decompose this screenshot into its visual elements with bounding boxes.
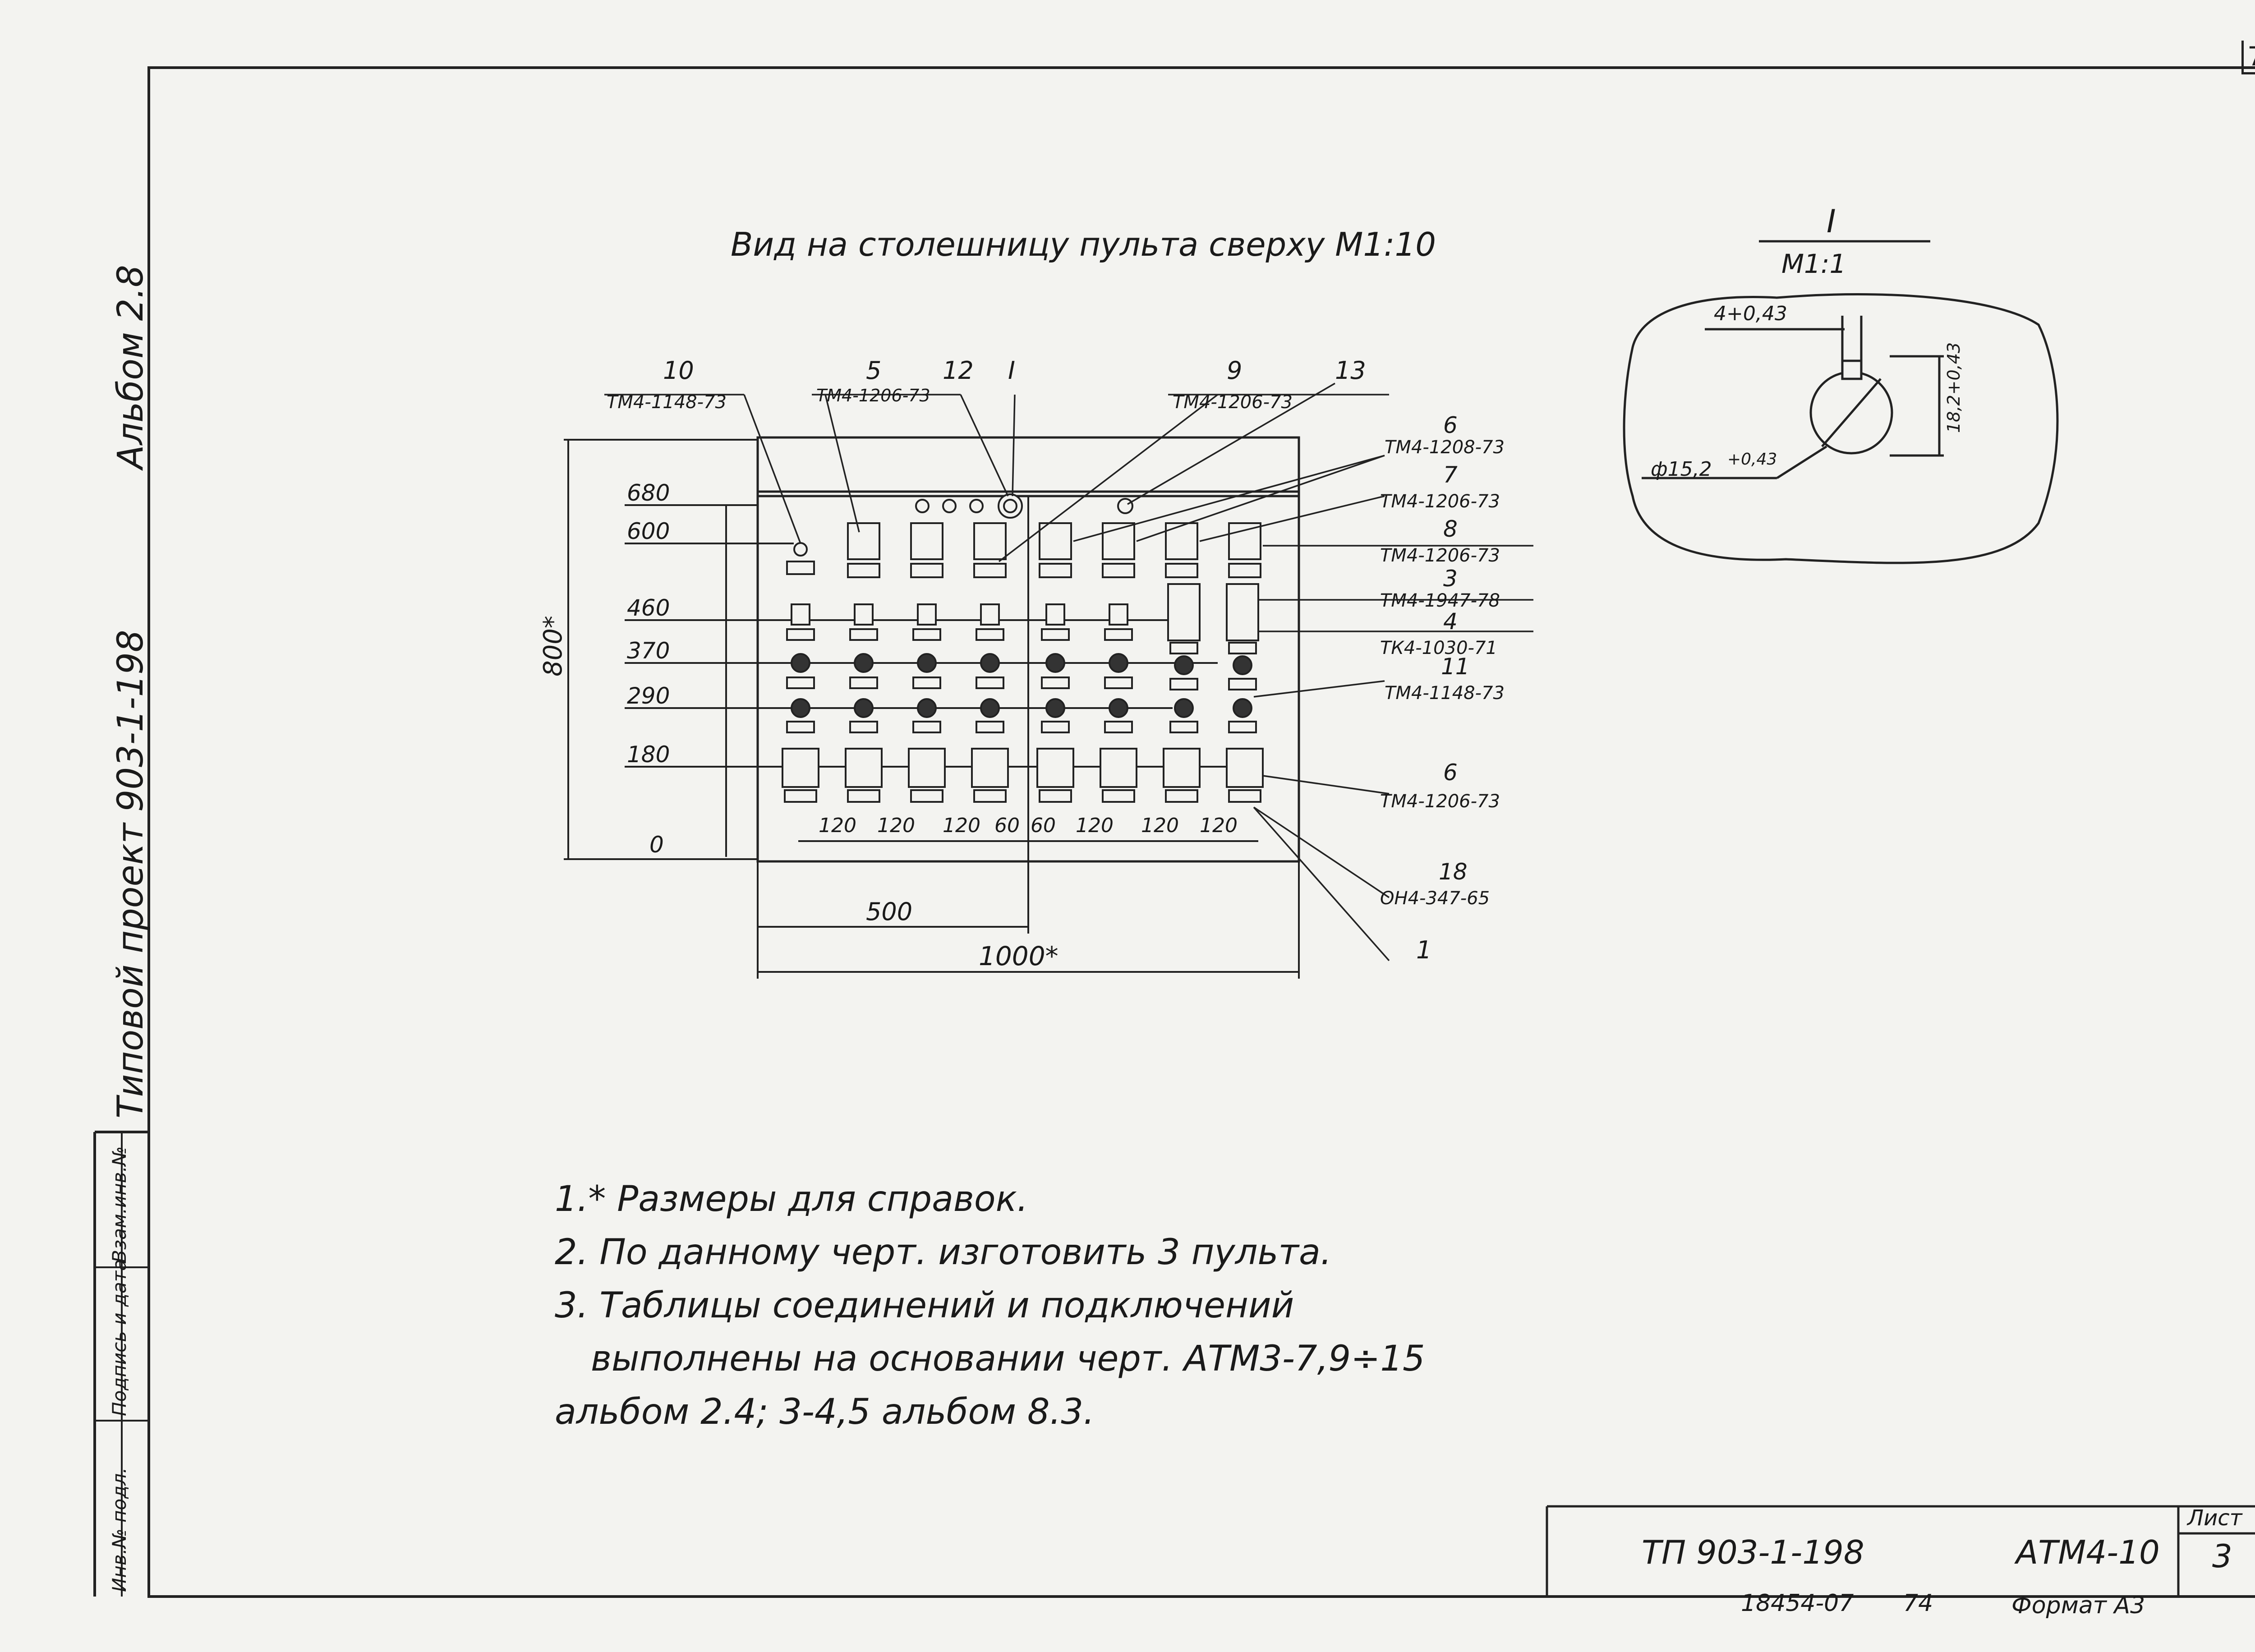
device-row-290-labels	[786, 721, 1257, 733]
dim-290: 290	[627, 683, 670, 709]
half-width-dim: 500	[866, 897, 912, 926]
rcallout-4-num: 4	[1443, 608, 1458, 635]
detail-key-width: 4+0,43	[1714, 302, 1787, 325]
spacing-dim-5: 60	[1031, 814, 1056, 837]
dim-600: 600	[627, 518, 670, 544]
width-dim: 1000*	[979, 941, 1058, 971]
callout-I-num: I	[1008, 356, 1015, 385]
device-row-370	[791, 653, 1252, 675]
dim-370: 370	[627, 638, 670, 664]
tb-format: Формат А3	[2011, 1592, 2145, 1619]
side-project-label: Типовой проект 903-1-198	[110, 630, 151, 1118]
tb-archive-number: 18454-07	[1741, 1590, 1854, 1617]
stamp-column-lines	[95, 1132, 149, 1597]
rcallout-1-num: 1	[1416, 936, 1431, 964]
spacing-dim-1: 120	[819, 814, 856, 837]
note-3-cont-2: альбом 2.4; 3-4,5 альбом 8.3.	[555, 1392, 1095, 1432]
device-row-460	[786, 583, 1259, 654]
dim-680: 680	[627, 480, 670, 506]
title-block-lines	[1546, 1505, 2255, 1597]
callout-9-num: 9	[1227, 356, 1242, 385]
rcallout-11-code: ТМ4-1148-73	[1385, 683, 1505, 704]
spacing-dim-6: 120	[1076, 814, 1114, 837]
detail-key-depth: 18,2+0,43	[1944, 342, 1964, 433]
tb-sheet-label: Лист	[2187, 1505, 2242, 1531]
rcallout-7-code: ТМ4-1206-73	[1380, 491, 1500, 512]
note-3-cont-1: выполнены на основании черт. АТМ3-7,9÷15	[591, 1339, 1425, 1379]
rcallout-18-code: ОН4-347-65	[1380, 888, 1490, 909]
spacing-dim-4: 60	[994, 814, 1020, 837]
rcallout-18-num: 18	[1439, 859, 1468, 885]
width-dimensions	[757, 496, 1300, 979]
rcallout-3-code: ТМ4-1947-78	[1380, 590, 1500, 611]
stamp-label-inventory: Инв.№ подл.	[108, 1467, 130, 1592]
rcallout-6b-num: 6	[1443, 759, 1458, 786]
rcallout-4-code: ТК4-1030-71	[1380, 638, 1497, 658]
rcallout-6-code: ТМ4-1208-73	[1385, 437, 1505, 458]
device-row-600	[786, 522, 1261, 578]
callout-10-num: 10	[663, 356, 694, 385]
device-row-180	[782, 748, 1264, 803]
device-row-290	[791, 698, 1252, 718]
note-2: 2. По данному черт. изготовить 3 пульта.	[555, 1232, 1332, 1273]
sheet-corner-number: 73	[2241, 41, 2255, 74]
device-row-top-small	[793, 493, 1133, 557]
callout-13-num: 13	[1335, 356, 1366, 385]
spacing-dim-3: 120	[943, 814, 980, 837]
height-dim-text: 800*	[538, 616, 568, 676]
note-3: 3. Таблицы соединений и подключений	[555, 1285, 1294, 1326]
leader-lines	[604, 382, 1533, 962]
spacing-dim-8: 120	[1200, 814, 1238, 837]
stamp-label-signature: Подпись и дата	[108, 1259, 130, 1416]
stamp-label-replaced: Взам.инв.№	[108, 1146, 130, 1263]
callout-5-code: ТМ4-1206-73	[816, 386, 930, 405]
dim-460: 460	[627, 595, 670, 621]
detail-scale: М1:1	[1781, 248, 1846, 279]
dim-0: 0	[649, 832, 664, 858]
rcallout-11-num: 11	[1441, 653, 1470, 680]
device-row-370-labels	[786, 676, 1257, 690]
notes-block: 1.* Размеры для справок. 2. По данному ч…	[555, 1173, 1425, 1439]
detail-i-view	[1623, 240, 2059, 564]
tb-archive-page: 74	[1903, 1590, 1933, 1617]
callout-10-code: ТМ4-1148-73	[607, 392, 727, 413]
rcallout-3-num: 3	[1443, 566, 1458, 592]
detail-title: I	[1827, 203, 1836, 240]
rcallout-8-num: 8	[1443, 516, 1458, 542]
tb-sheet-number: 3	[2212, 1538, 2232, 1575]
rcallout-7-num: 7	[1443, 462, 1458, 488]
rcallout-6-num: 6	[1443, 412, 1458, 438]
spacing-dim-7: 120	[1141, 814, 1179, 837]
tb-drawing-code: АТМ4-10	[2016, 1533, 2160, 1571]
tb-project-code: ТП 903-1-198	[1642, 1533, 1864, 1571]
detail-diameter: ф15,2	[1651, 458, 1712, 481]
detail-diameter-tol: +0,43	[1727, 450, 1777, 469]
callout-5-num: 5	[866, 356, 881, 385]
note-1: 1.* Размеры для справок.	[555, 1179, 1028, 1219]
view-title: Вид на столешницу пульта сверху М1:10	[731, 225, 1436, 263]
callout-9-code: ТМ4-1206-73	[1173, 392, 1293, 413]
side-album-label: Альбом 2.8	[110, 265, 151, 469]
dim-180: 180	[627, 741, 670, 768]
spacing-dim-2: 120	[877, 814, 915, 837]
callout-12-num: 12	[943, 356, 974, 385]
rcallout-8-code: ТМ4-1206-73	[1380, 545, 1500, 566]
rcallout-6b-code: ТМ4-1206-73	[1380, 791, 1500, 812]
